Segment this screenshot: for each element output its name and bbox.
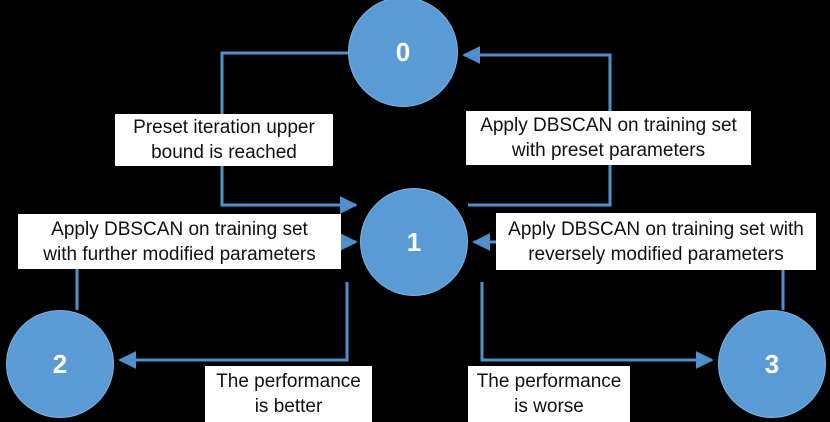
edge-label-performance-is-worse: The performance is worse [468,366,630,422]
node-1[interactable]: 1 [360,188,468,296]
node-0[interactable]: 0 [348,0,458,107]
node-0-label: 0 [395,37,411,67]
node-2-label: 2 [52,349,68,379]
edge-label-apply-dbscan-further-modified: Apply DBSCAN on training set with furthe… [18,214,341,269]
edge-label-performance-is-better: The performance is better [205,366,372,422]
edge-label-apply-dbscan-preset-parameters: Apply DBSCAN on training set with preset… [466,111,751,165]
node-3[interactable]: 3 [718,310,826,418]
edge-path-1-to-2 [118,282,349,369]
node-3-label: 3 [764,349,780,379]
edge-label-apply-dbscan-reversely-modified: Apply DBSCAN on training set with revers… [496,213,816,270]
node-2[interactable]: 2 [6,310,114,418]
node-1-label: 1 [406,227,422,257]
edge-label-preset-iteration-upper-bound: Preset iteration upper bound is reached [115,114,333,166]
edge-path-1-to-3 [480,282,714,369]
